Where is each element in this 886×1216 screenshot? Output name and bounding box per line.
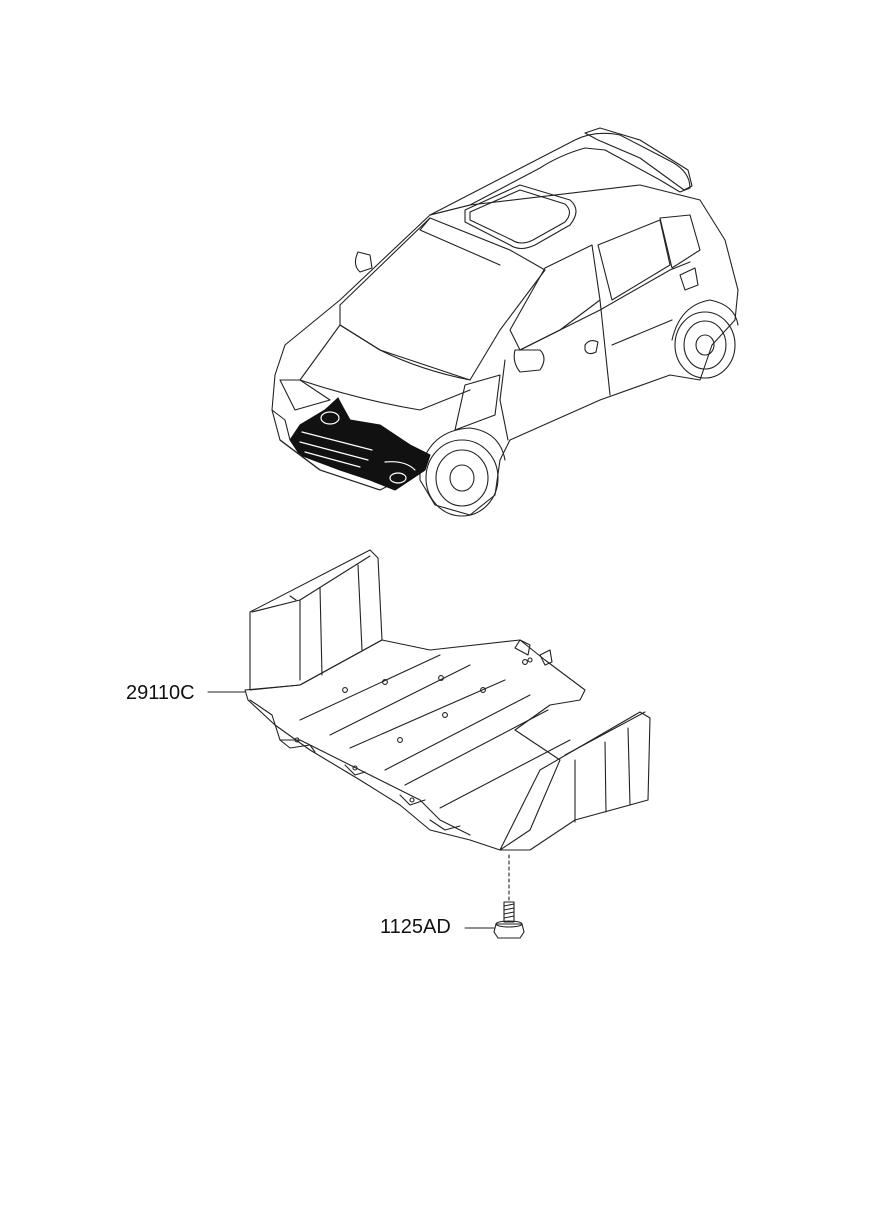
- under-cover-left-wall: [250, 550, 382, 690]
- under-cover-part: [245, 550, 650, 850]
- under-cover-right-wall: [500, 712, 650, 850]
- car-headlight: [280, 380, 330, 410]
- car-roof: [430, 133, 690, 215]
- car-front-bumper-highlight: [290, 402, 430, 490]
- car-side-window-rear: [598, 220, 670, 300]
- part-label-1125ad: 1125AD: [380, 916, 451, 938]
- car-rear-wheel: [675, 312, 735, 378]
- car-side-window-front: [510, 245, 600, 350]
- bolt-part: [494, 855, 524, 938]
- part-label-29110c: 29110C: [126, 682, 195, 704]
- car-mirror: [514, 350, 544, 372]
- car-spoiler: [585, 128, 692, 190]
- car-illustration: [272, 128, 738, 516]
- car-sunroof: [465, 185, 576, 249]
- under-cover-floor: [245, 640, 585, 850]
- car-front-wheel: [426, 440, 498, 516]
- bolt-shank: [504, 902, 514, 922]
